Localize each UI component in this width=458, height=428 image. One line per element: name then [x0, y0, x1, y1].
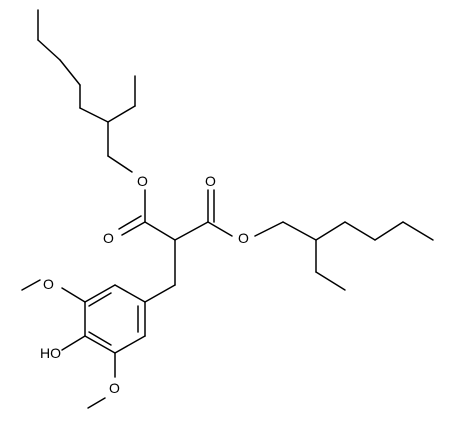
bond — [88, 292, 112, 307]
bond — [107, 105, 136, 123]
bond — [315, 221, 346, 241]
bond — [114, 284, 146, 303]
left-ester-group — [118, 189, 176, 241]
bond — [282, 221, 317, 241]
bond — [37, 39, 61, 61]
ester-oxygen-label: O — [137, 173, 148, 189]
bond — [207, 221, 233, 237]
bond — [84, 335, 116, 354]
bond — [118, 215, 142, 230]
bond — [59, 59, 81, 86]
bond — [114, 335, 146, 354]
bond — [174, 221, 209, 241]
bond — [254, 221, 284, 237]
methoxy-oxygen-label: O — [109, 380, 120, 396]
bond — [61, 335, 86, 351]
methoxy-oxygen-label: O — [43, 276, 54, 292]
upper-ethylhexyl-chain — [37, 9, 136, 173]
bond — [88, 331, 112, 346]
benzyl-linker — [144, 239, 176, 303]
bond — [121, 221, 146, 236]
bond — [344, 221, 376, 241]
aromatic-ring — [84, 284, 146, 354]
bond — [144, 284, 176, 303]
bond — [79, 107, 109, 123]
lower-ethylhexyl-chain — [254, 221, 434, 291]
atom-labels: O O O O O HO O — [40, 173, 249, 396]
right-ester-group — [174, 189, 233, 241]
bond — [144, 221, 176, 241]
bond — [21, 279, 41, 291]
bond — [402, 221, 434, 241]
bond — [84, 284, 116, 303]
carbonyl-oxygen-label: O — [103, 230, 114, 246]
hydroxyl-label: HO — [40, 345, 61, 361]
carbonyl-oxygen-label: O — [205, 173, 216, 189]
bond — [87, 397, 106, 409]
bond — [374, 221, 404, 241]
bond — [61, 287, 86, 303]
ring-substituents — [21, 279, 116, 409]
ester-oxygen-label: O — [238, 230, 249, 246]
bond — [107, 155, 133, 173]
bond — [315, 271, 346, 291]
